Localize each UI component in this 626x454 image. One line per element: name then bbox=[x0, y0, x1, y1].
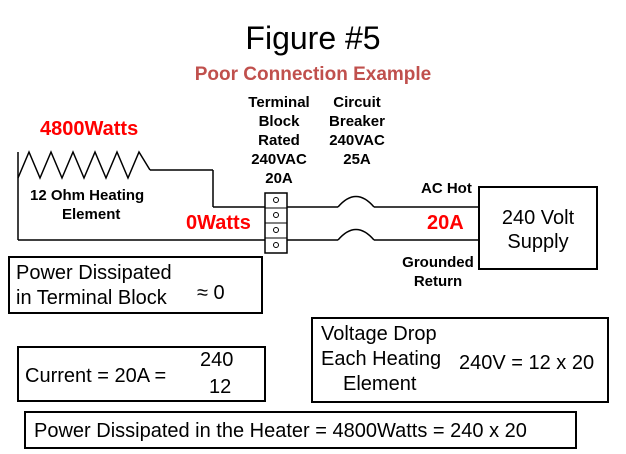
circuit-breaker-label: Circuit Breaker 240VAC 25A bbox=[329, 94, 385, 168]
terminal-screw bbox=[273, 212, 279, 218]
heater-label-line1: 12 Ohm Heating bbox=[30, 187, 145, 204]
heating-element-resistor bbox=[17, 150, 151, 180]
ac-hot-label: AC Hot bbox=[421, 180, 472, 197]
current-label: 20A bbox=[427, 212, 464, 234]
figure-subtitle: Poor Connection Example bbox=[194, 64, 432, 85]
heater-label-line2: Element bbox=[62, 206, 121, 223]
grounded-return-label: Grounded Return bbox=[402, 254, 474, 290]
terminal-power-label: 0Watts bbox=[186, 212, 251, 234]
figure-title: Figure #5 bbox=[245, 20, 381, 56]
terminal-block-label: Terminal Block Rated 240VAC 20A bbox=[248, 94, 310, 187]
terminal-screw bbox=[273, 197, 279, 203]
breaker-arc-return bbox=[337, 228, 375, 241]
terminal-power-box: Power Dissipated in Terminal Block ≈ 0 bbox=[8, 256, 263, 314]
current-equation-box: Current = 20A = 240 12 bbox=[17, 346, 266, 402]
heater-power-label: 4800Watts bbox=[40, 118, 139, 140]
heater-power-box: Power Dissipated in the Heater = 4800Wat… bbox=[24, 411, 577, 449]
terminal-screw bbox=[273, 242, 279, 248]
breaker-arc-hot bbox=[337, 195, 375, 208]
terminal-screw bbox=[273, 227, 279, 233]
voltage-supply-box: 240 Volt Supply bbox=[478, 186, 598, 270]
voltage-drop-box: Voltage Drop Each Heating Element 240V =… bbox=[311, 317, 609, 403]
